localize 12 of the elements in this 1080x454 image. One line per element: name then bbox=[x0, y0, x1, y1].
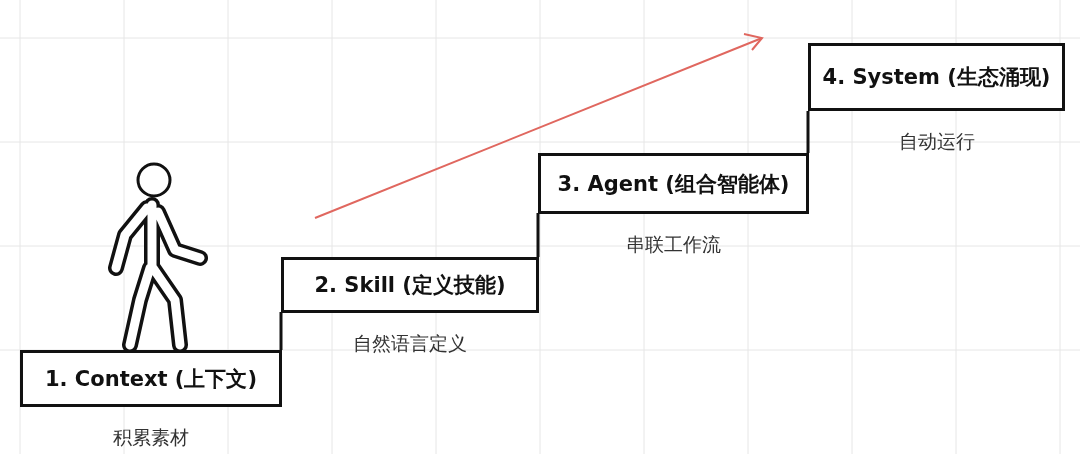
step-label: 1. Context (上下文) bbox=[44, 365, 258, 393]
step-box bbox=[538, 153, 809, 214]
step-box bbox=[808, 43, 1065, 111]
step-caption: 自然语言定义 bbox=[352, 331, 468, 356]
step-label: 4. System (生态涌现) bbox=[822, 64, 1051, 91]
step-box bbox=[20, 350, 282, 407]
step-caption: 自动运行 bbox=[897, 129, 976, 154]
step-label: 2. Skill (定义技能) bbox=[314, 272, 506, 299]
step-label: 3. Agent (组合智能体) bbox=[557, 170, 790, 198]
step-caption: 积累素材 bbox=[112, 425, 190, 450]
step-caption: 串联工作流 bbox=[625, 232, 722, 257]
step-box bbox=[281, 257, 539, 313]
